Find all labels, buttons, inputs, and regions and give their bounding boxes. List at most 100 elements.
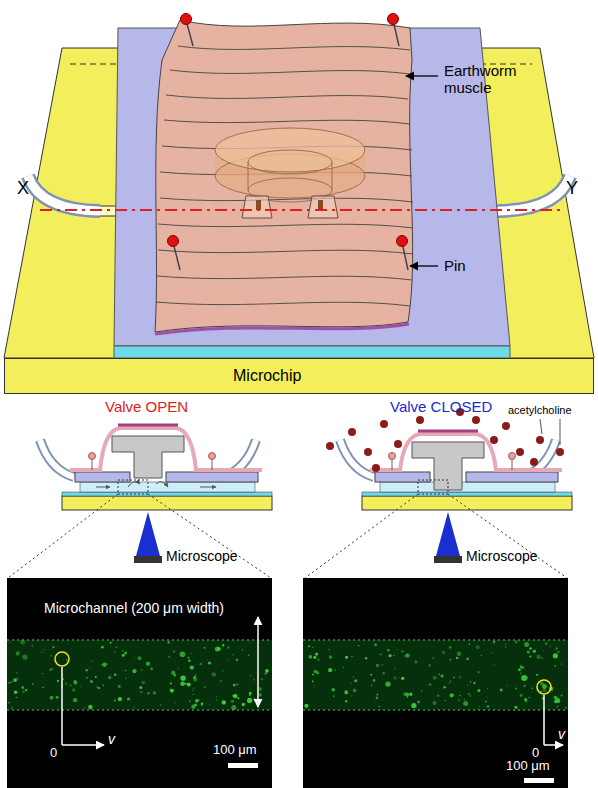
acetylcholine-dot [326,408,564,472]
cross-section-open [96,487,110,488]
fluorescent-particle [453,677,455,679]
fluorescent-particle [437,695,439,697]
fluorescent-particle [439,674,441,676]
fluorescent-particle [249,641,250,642]
microscope-image [303,639,568,641]
fluorescent-particle [253,679,255,681]
fluorescent-particle [411,703,416,708]
fluorescent-particle [524,685,526,687]
fluorescent-particle [153,691,157,695]
image-note: Microchannel (200 μm width) [44,600,224,616]
fluorescent-particle [233,694,237,698]
fluorescent-particle [217,647,221,651]
measure-marks [62,744,104,746]
cross-section-closed [375,472,430,482]
fluorescent-particle [193,677,197,681]
fluorescent-particle [187,657,189,659]
microscope-image [7,578,568,788]
leader-arrow [410,265,438,266]
acetylcholine-dot [490,436,498,444]
fluorescent-particle [542,688,546,692]
fluorescent-particle [32,645,34,647]
muscle-sheet [155,324,409,334]
cross-section-open [118,480,148,494]
tube [28,176,100,211]
fluorescent-particle [231,705,236,710]
acetylcholine-dot [502,422,510,430]
cross-section-closed [434,556,462,563]
fluorescent-particle [8,702,10,704]
fluorescent-particle [381,664,383,666]
fluorescent-particle [108,676,111,679]
fluorescent-particle [44,649,45,650]
fluorescent-particle [80,686,81,687]
measure-marks [257,617,259,707]
fluorescent-particle [174,674,176,676]
fluorescent-particle [175,702,176,703]
fluorescent-particle [160,704,161,705]
muscle-sheet [158,224,413,228]
fluorescent-particle [555,647,558,650]
fluorescent-particle [103,684,105,686]
fluorescent-particle [464,699,466,701]
fluorescent-particle [515,688,517,690]
fluorescent-particle [333,695,335,697]
fluorescent-particle [9,642,10,643]
measure-marks [544,744,563,746]
fluorescent-particle [376,694,378,696]
fluorescent-particle [353,676,354,677]
fluorescent-particle [529,697,531,699]
fluorescent-particle [487,706,489,708]
fluorescent-particle [380,653,382,655]
fluorescent-particle [22,691,25,694]
fluorescent-particle [201,703,203,705]
fluorescent-particle [22,655,27,660]
fluorescent-particle [122,650,123,651]
fluorescent-particle [505,646,507,648]
fluorescent-particle [168,656,170,658]
fluorescent-particle [173,650,176,653]
fluorescent-particle [181,676,186,681]
fluorescent-particle [365,657,368,660]
part-name: Earthworm muscle [444,62,544,97]
fluorescent-particle [16,697,17,698]
measure-marks [55,617,563,745]
fluorescent-particle [114,651,116,653]
fluorescent-particle [401,677,404,680]
fluorescent-particle [487,697,488,698]
fluorescent-particle [25,689,28,692]
fluorescent-particle [394,677,397,680]
fluorescent-particle [125,678,127,680]
fluorescent-particle [387,649,389,651]
part-name: Microchip [233,367,301,385]
fluorescent-particle [91,660,92,661]
fluorescent-particle [443,686,446,689]
fluorescent-particle [345,656,348,659]
fluorescent-particle [242,649,243,650]
fluorescent-particle [189,701,190,702]
fluorescent-particle [553,653,558,658]
fluorescent-particle [529,655,531,657]
fluorescent-particle [236,684,238,686]
fluorescent-particle [187,683,191,687]
section-line [40,209,560,211]
fluorescent-particle [450,681,451,682]
fluorescent-particle [450,659,452,661]
scale-bar [524,778,554,783]
fluorescent-particle [73,698,77,702]
fluorescent-particle [63,679,64,680]
fluorescent-particle [354,679,357,682]
fluorescent-particle [109,674,110,675]
chamber [248,162,249,190]
fluorescent-particle [139,686,142,689]
fluorescent-particle [376,697,379,700]
axis-name: v [558,726,565,742]
chamber [308,196,338,218]
pin [168,236,179,247]
cross-section-open [40,440,74,477]
fluorescent-particle [515,641,518,644]
acetylcholine-dot [380,420,388,428]
fluorescent-particle [89,667,90,668]
cross-section-open [200,487,216,488]
fluorescent-particle [171,691,172,692]
